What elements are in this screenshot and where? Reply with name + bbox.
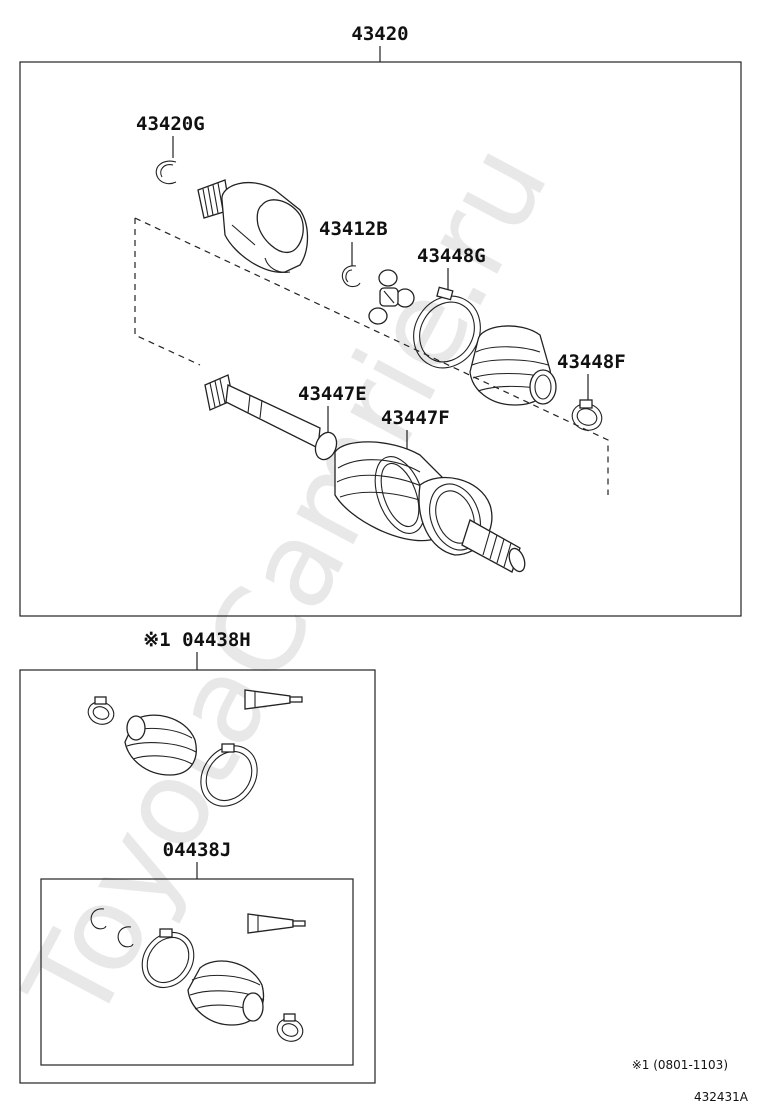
label-43420G[interactable]: 43420G: [136, 113, 205, 135]
footnote: ※1 (0801-1103): [632, 1058, 728, 1072]
small-clamp-icon: [276, 1013, 304, 1042]
outboard-small-clamp-icon: [314, 431, 338, 461]
circlip-icon: [155, 160, 177, 185]
small-clamp-icon: [87, 696, 115, 725]
kit-j-parts: [90, 908, 306, 1042]
boot-icon: [187, 960, 265, 1026]
inboard-joint-housing-icon: [197, 179, 309, 273]
label-04438J[interactable]: 04438J: [163, 839, 232, 861]
large-boot-clamp-icon: [413, 286, 481, 369]
circlip-icon: [90, 908, 107, 930]
small-boot-clamp-icon: [571, 399, 603, 431]
dashed-guide-upper: [134, 217, 609, 495]
label-43447F[interactable]: 43447F: [381, 407, 450, 429]
label-43448G[interactable]: 43448G: [417, 245, 486, 267]
grease-tube-icon: [247, 913, 306, 934]
large-clamp-icon: [141, 928, 195, 989]
snap-ring-icon: [117, 926, 134, 948]
label-04438H[interactable]: ※1 04438H: [143, 629, 250, 651]
large-clamp-icon: [200, 743, 258, 807]
snap-ring-inner-icon: [345, 269, 353, 283]
dashed-guide-lower: [134, 218, 201, 366]
kit-h-parts: [87, 689, 303, 807]
label-43412B[interactable]: 43412B: [319, 218, 388, 240]
figure-id: 432431A: [694, 1090, 749, 1104]
circlip-inner-icon: [160, 164, 174, 178]
outboard-boot-and-joint-icon: [334, 441, 526, 573]
label-43447E[interactable]: 43447E: [298, 383, 367, 405]
tripod-spider-icon: [368, 269, 415, 325]
boot-icon: [124, 714, 197, 776]
inboard-boot-icon: [469, 325, 557, 406]
label-43448F[interactable]: 43448F: [557, 351, 626, 373]
grease-tube-icon: [244, 689, 303, 710]
drive-shaft-icon: [204, 374, 321, 450]
label-43420[interactable]: 43420: [351, 23, 408, 45]
snap-ring-icon: [341, 265, 361, 288]
